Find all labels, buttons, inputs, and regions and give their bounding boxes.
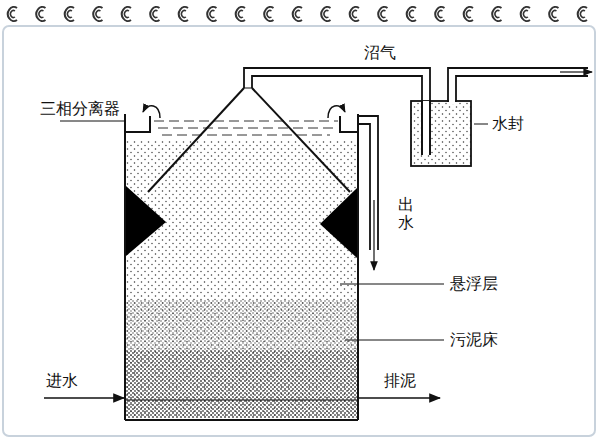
binder-ring [438, 11, 443, 18]
binder-ring [492, 7, 501, 21]
outlet-pipe [358, 116, 378, 270]
binder-ring [580, 11, 585, 18]
water-seal [411, 99, 488, 166]
inlet-label: 进水 [46, 372, 78, 390]
binder-ring [549, 7, 558, 21]
binder-ring [350, 7, 359, 21]
water-surface [154, 121, 338, 135]
frame [3, 26, 595, 436]
binder-ring [10, 11, 15, 18]
binder-ring [495, 11, 500, 18]
binder-ring [409, 11, 414, 18]
binder-ring [264, 7, 273, 21]
sludge-bed-label: 污泥床 [450, 331, 498, 349]
binder-ring [352, 11, 357, 18]
binder-ring [552, 11, 557, 18]
binder-ring [96, 10, 101, 17]
binder-ring [39, 11, 44, 18]
binder-ring [523, 11, 528, 18]
binder-ring [378, 7, 387, 21]
sludge-discharge-label: 排泥 [384, 372, 416, 390]
gas-hood [148, 88, 350, 192]
binder-ring [65, 7, 74, 21]
binder-ring [179, 7, 188, 21]
binder-ring [36, 7, 45, 21]
binder-ring [381, 11, 386, 18]
water-seal-label: 水封 [492, 115, 524, 133]
leader-lines [60, 121, 444, 340]
binder-ring [67, 10, 72, 17]
binder-ring [324, 11, 329, 18]
binder-ring [207, 7, 216, 21]
inlet-outlet-arrows [44, 398, 440, 400]
binder-rings [8, 7, 587, 21]
tank-walls [125, 114, 358, 420]
binder-ring [238, 11, 243, 18]
binder-ring [293, 7, 302, 21]
binder-ring [153, 10, 158, 17]
binder-ring [124, 10, 129, 17]
binder-ring [93, 7, 102, 21]
binder-ring [466, 11, 471, 18]
separator-label: 三相分离器 [40, 100, 120, 118]
binder-ring [435, 7, 444, 21]
binder-ring [295, 11, 300, 18]
tank-fill [126, 140, 357, 418]
binder-ring [521, 7, 530, 21]
binder-ring [8, 7, 17, 21]
binder-ring [321, 7, 330, 21]
binder-ring [267, 11, 272, 18]
binder-ring [578, 7, 587, 21]
overflow-arrows [143, 106, 345, 118]
deflectors [126, 186, 357, 258]
binder-ring [181, 10, 186, 17]
binder-ring [210, 11, 215, 18]
binder-ring [122, 7, 131, 21]
binder-ring [150, 7, 159, 21]
suspended-layer-label: 悬浮层 [450, 275, 498, 293]
binder-ring [236, 7, 245, 21]
effluent-label: 出水 [398, 196, 414, 231]
binder-ring [407, 7, 416, 21]
binder-ring [464, 7, 473, 21]
biogas-label: 沼气 [364, 44, 396, 62]
